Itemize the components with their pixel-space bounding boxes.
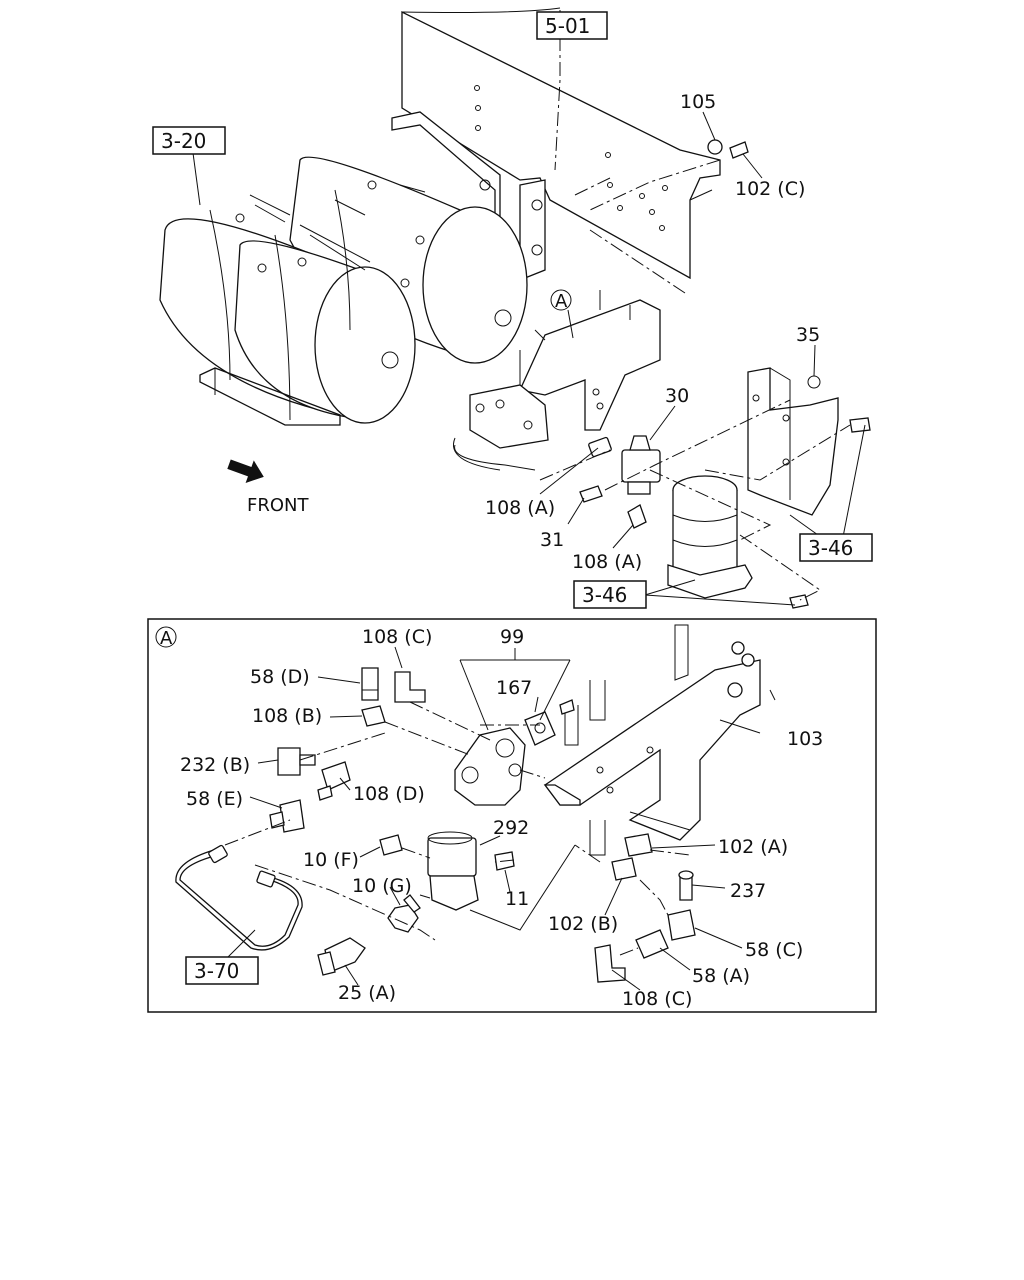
valve-icon: [379, 831, 515, 911]
bracket-icon: [543, 624, 776, 856]
detail-a-title: A: [160, 628, 173, 649]
bolt-icon: [707, 139, 749, 159]
ref-3-70[interactable]: 3-70: [194, 959, 239, 983]
ref-3-46-b[interactable]: 3-46: [582, 583, 627, 607]
label-102b: 102 (B): [548, 913, 618, 935]
ref-5-01[interactable]: 5-01: [545, 14, 590, 38]
label-108a-2: 108 (A): [572, 551, 642, 573]
label-a-marker: A: [555, 291, 568, 312]
relation-lines-detail: [224, 648, 691, 956]
label-103: 103: [787, 728, 823, 750]
valve-icon: [621, 435, 661, 529]
label-105: 105: [680, 91, 716, 113]
detail-a-frame: [147, 618, 877, 1013]
label-232b: 232 (B): [180, 754, 250, 776]
fitting-icon: [579, 436, 612, 503]
air-dryer-icon: [667, 475, 809, 609]
fitting-icon: [317, 894, 421, 976]
label-108d: 108 (D): [353, 783, 425, 805]
detail-labels: 108 (C) 99 58 (D) 167 108 (B) 103 232 (B…: [180, 626, 823, 1010]
fitting-icon: [269, 667, 426, 833]
valve-assembly-99: [454, 699, 575, 806]
label-102a: 102 (A): [718, 836, 788, 858]
air-tube: [175, 844, 303, 951]
label-58a: 58 (A): [692, 965, 750, 987]
air-tank-icon: [159, 156, 528, 426]
label-167: 167: [496, 677, 532, 699]
leader-lines-detail: [224, 646, 761, 991]
relation-lines-upper: [539, 37, 866, 606]
label-58e: 58 (E): [186, 788, 243, 810]
ref-box-3-70[interactable]: [185, 956, 259, 985]
label-11: 11: [505, 888, 529, 910]
label-108c-top: 108 (C): [362, 626, 432, 648]
detail-a-circle: [155, 626, 177, 648]
leader-lines-upper: [192, 10, 816, 549]
label-25a: 25 (A): [338, 982, 396, 1004]
valve-bracket-upper: [453, 290, 661, 471]
label-108a-1: 108 (A): [485, 497, 555, 519]
fitting-icon: [594, 833, 696, 983]
label-108c-bottom: 108 (C): [622, 988, 692, 1010]
label-35: 35: [796, 324, 820, 346]
label-10f: 10 (F): [303, 849, 359, 871]
ref-3-20[interactable]: 3-20: [161, 129, 206, 153]
air-dryer-bracket: [747, 367, 871, 516]
label-58c: 58 (C): [745, 939, 803, 961]
label-31: 31: [540, 529, 564, 551]
label-58d: 58 (D): [250, 666, 310, 688]
label-30: 30: [665, 385, 689, 407]
label-292: 292: [493, 817, 529, 839]
label-front: FRONT: [247, 495, 309, 516]
ref-box-3-46-a[interactable]: [799, 533, 873, 562]
label-102c: 102 (C): [735, 178, 805, 200]
label-10g: 10 (G): [352, 875, 412, 897]
upper-labels: 5-01 3-20 105 102 (C) A 35 30 FRONT 108 …: [152, 11, 873, 609]
label-108b: 108 (B): [252, 705, 322, 727]
ref-3-46-a[interactable]: 3-46: [808, 536, 853, 560]
ref-box-5-01[interactable]: [536, 11, 608, 40]
label-99: 99: [500, 626, 524, 648]
front-arrow-icon: [227, 459, 264, 483]
ref-box-3-20[interactable]: [152, 126, 226, 155]
ref-box-3-46-b[interactable]: [573, 580, 647, 609]
frame-rail: [401, 7, 721, 280]
detail-marker-a: [550, 289, 572, 311]
label-237: 237: [730, 880, 766, 902]
